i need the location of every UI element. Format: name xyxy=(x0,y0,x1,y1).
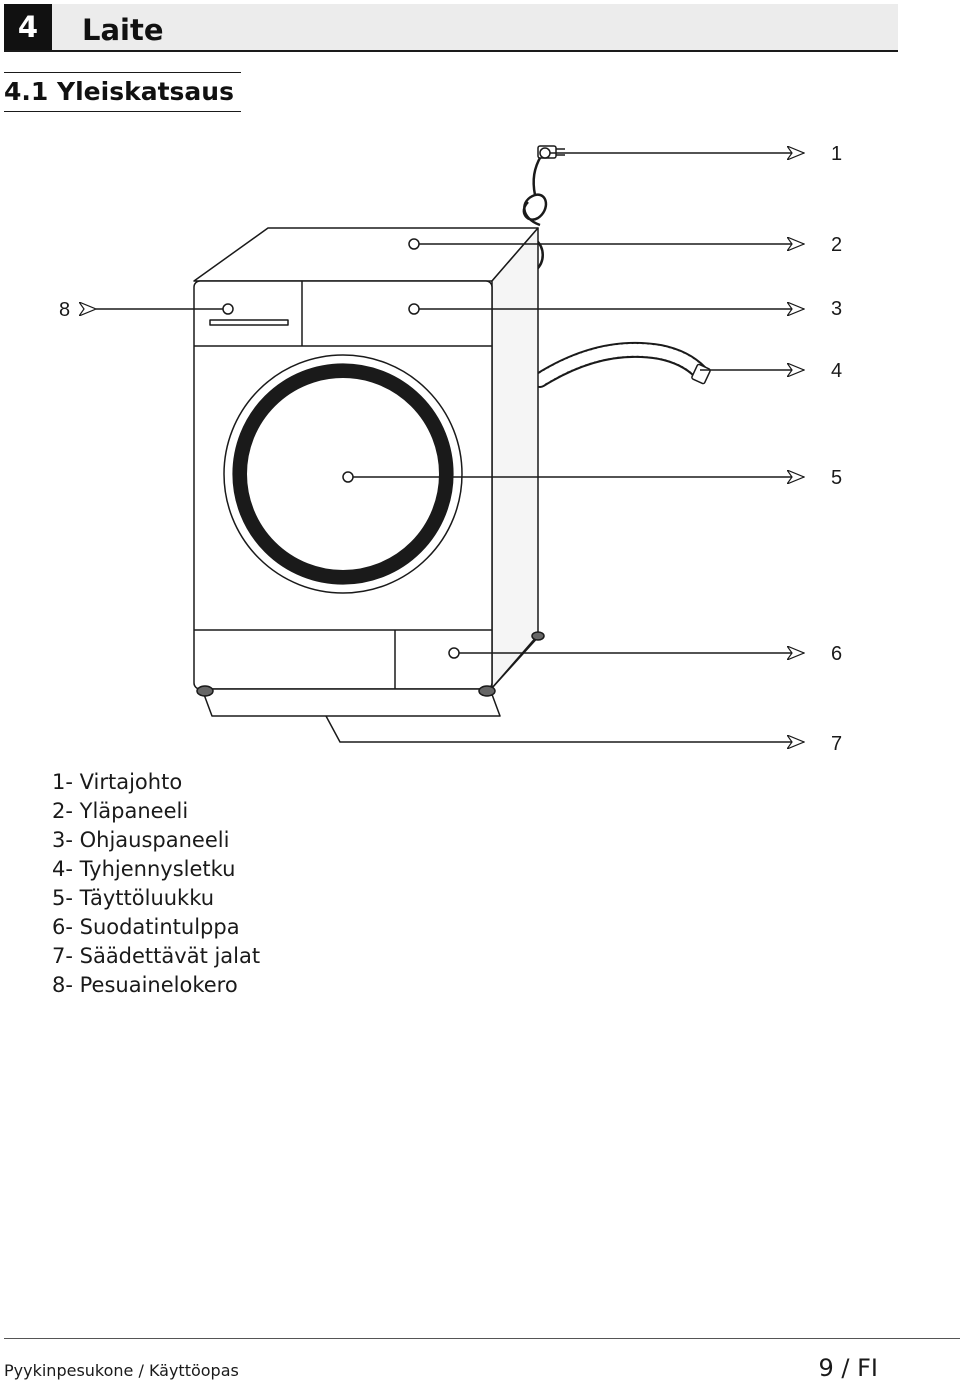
footer-divider xyxy=(4,1338,960,1339)
legend-item: 8- Pesuainelokero xyxy=(52,973,238,997)
callout-5: 5 xyxy=(831,467,842,489)
chapter-number: 4 xyxy=(4,4,52,50)
callout-3: 3 xyxy=(831,298,842,320)
footer-document-title: Pyykinpesukone / Käyttöopas xyxy=(4,1361,239,1380)
parts-legend: 1- Virtajohto 2- Yläpaneeli 3- Ohjauspan… xyxy=(52,768,260,1000)
detergent-drawer-handle xyxy=(209,319,289,326)
legend-item: 7- Säädettävät jalat xyxy=(52,944,261,968)
callout-7: 7 xyxy=(831,733,842,755)
legend-item: 2- Yläpaneeli xyxy=(52,799,189,823)
section-title: 4.1 Yleiskatsaus xyxy=(4,72,241,112)
legend-item: 5- Täyttöluukku xyxy=(52,886,215,910)
chapter-header: 4 Laite xyxy=(4,4,898,52)
legend-item: 1- Virtajohto xyxy=(52,770,183,794)
footer-page-number: 9 / FI xyxy=(818,1354,879,1382)
callout-numbers: 1 2 3 4 5 6 7 8 xyxy=(59,143,842,755)
callout-2: 2 xyxy=(831,234,842,256)
callout-1: 1 xyxy=(831,143,842,165)
legend-item: 4- Tyhjennysletku xyxy=(52,857,236,881)
washing-machine-diagram: 1 2 3 4 5 6 7 8 xyxy=(59,143,842,755)
legend-item: 6- Suodatintulppa xyxy=(52,915,240,939)
callout-6: 6 xyxy=(831,643,842,665)
callout-8: 8 xyxy=(59,299,70,321)
chapter-title: Laite xyxy=(82,13,164,47)
legend-item: 3- Ohjauspaneeli xyxy=(52,828,230,852)
drain-hose xyxy=(532,341,711,388)
callout-4: 4 xyxy=(831,360,842,382)
callout-leaders xyxy=(96,148,804,742)
loading-door xyxy=(223,354,463,594)
